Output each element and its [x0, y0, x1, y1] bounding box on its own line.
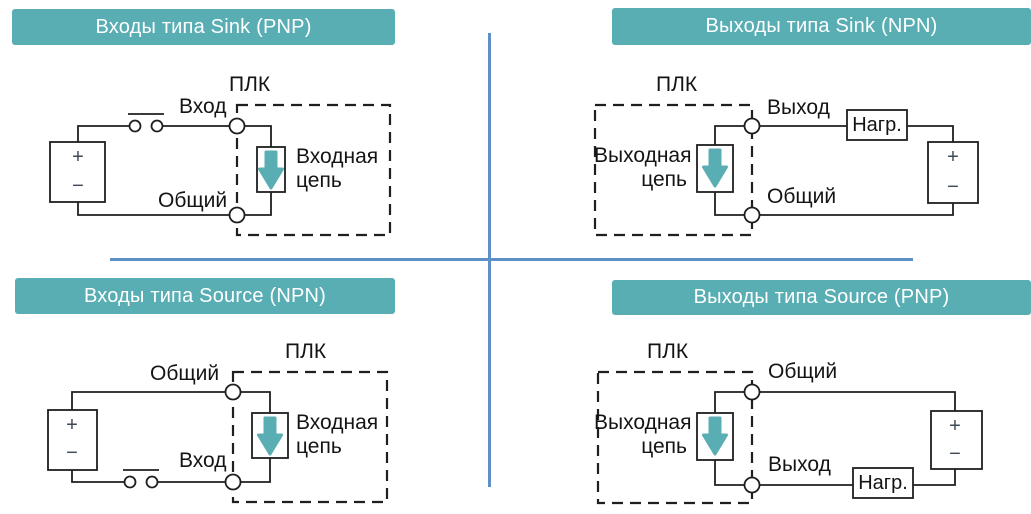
input-label: Вход: [179, 449, 227, 472]
battery-plus-symbol: +: [66, 414, 78, 436]
input-circuit-label-line1: Входная: [296, 145, 379, 168]
plc-dashed-box: [235, 103, 392, 237]
load-box: [852, 467, 914, 499]
switch-contact: [150, 119, 164, 133]
wire: [759, 391, 956, 411]
input-terminal: [228, 117, 246, 135]
circuit-inputs-source: [47, 370, 389, 504]
panel-title-outputs-source: Выходы типа Source (PNP): [612, 280, 1031, 315]
power-supply-box: [927, 141, 979, 204]
wire: [71, 470, 125, 483]
input-terminal: [224, 473, 242, 491]
common-terminal: [224, 383, 242, 401]
wire: [907, 125, 954, 142]
battery-minus-symbol: −: [949, 443, 961, 465]
input-circuit-label: Входная цепь: [296, 411, 378, 459]
wire: [714, 460, 745, 486]
wire: [77, 202, 230, 216]
output-circuit-label: Выходная цепь: [594, 144, 692, 192]
switch-contact: [128, 119, 142, 133]
panel-title-outputs-sink: Выходы типа Sink (NPN): [612, 8, 1031, 45]
circuit-outputs-sink: [593, 103, 979, 237]
input-circuit-label-line1: Входная: [296, 411, 379, 434]
battery-minus-symbol: −: [66, 442, 78, 464]
switch-contact: [123, 475, 137, 489]
common-label: Общий: [150, 362, 220, 385]
plc-label: ПЛК: [285, 340, 327, 363]
output-terminal: [743, 117, 761, 135]
wire: [714, 125, 745, 145]
battery-minus-symbol: −: [947, 176, 959, 198]
battery-plus-symbol: +: [947, 146, 959, 168]
input-label: Вход: [179, 95, 227, 118]
load-label: Нагр.: [852, 113, 902, 136]
wire: [240, 391, 271, 413]
load-label: Нагр.: [858, 471, 908, 494]
circuit-inputs-sink: [49, 103, 392, 237]
plc-dashed-box: [593, 103, 754, 237]
wire: [240, 458, 271, 483]
wire: [714, 192, 745, 216]
output-circuit-label: Выходная цепь: [594, 411, 692, 459]
common-label: Общий: [768, 360, 838, 383]
plc-label: ПЛК: [647, 340, 689, 363]
current-direction-arrow-icon: [702, 416, 728, 456]
input-circuit-label-line2: цепь: [296, 435, 342, 458]
power-supply-box: [930, 410, 983, 470]
output-circuit-label-line1: Выходная: [594, 144, 692, 167]
plc-label: ПЛК: [656, 73, 698, 96]
input-circuit-label: Входная цепь: [296, 145, 378, 193]
panel-title-inputs-sink: Входы типа Sink (PNP): [12, 9, 395, 45]
panel-title-inputs-source: Входы типа Source (NPN): [15, 278, 395, 314]
common-terminal: [743, 206, 761, 224]
common-label: Общий: [767, 185, 837, 208]
output-terminal: [743, 476, 761, 494]
wire: [244, 125, 272, 147]
plc-dashed-box: [596, 370, 754, 505]
output-circuit-label-line1: Выходная: [594, 411, 692, 434]
current-direction-arrow-icon: [702, 148, 728, 188]
common-label: Общий: [158, 189, 228, 212]
switch-contact: [145, 475, 159, 489]
wire: [71, 391, 226, 410]
output-label: Выход: [767, 96, 830, 119]
wire: [913, 469, 956, 486]
common-terminal: [743, 383, 761, 401]
power-supply-box: [47, 409, 98, 471]
wire: [759, 203, 954, 216]
wire: [244, 192, 272, 216]
plc-dashed-box: [231, 370, 389, 504]
battery-plus-symbol: +: [949, 415, 961, 437]
wire: [714, 391, 745, 413]
power-supply-box: [49, 141, 106, 203]
battery-minus-symbol: −: [72, 175, 84, 197]
battery-plus-symbol: +: [72, 146, 84, 168]
wire: [77, 125, 130, 142]
horizontal-divider-line: [110, 258, 913, 261]
circuit-outputs-source: [596, 370, 983, 505]
common-terminal: [228, 206, 246, 224]
plc-label: ПЛК: [229, 73, 271, 96]
current-direction-arrow-icon: [258, 150, 284, 190]
input-circuit-label-line2: цепь: [296, 169, 342, 192]
current-direction-arrow-icon: [257, 416, 283, 456]
output-label: Выход: [768, 453, 831, 476]
output-circuit-label-line2: цепь: [641, 435, 687, 458]
output-circuit-label-line2: цепь: [641, 168, 687, 191]
load-box: [846, 109, 908, 141]
